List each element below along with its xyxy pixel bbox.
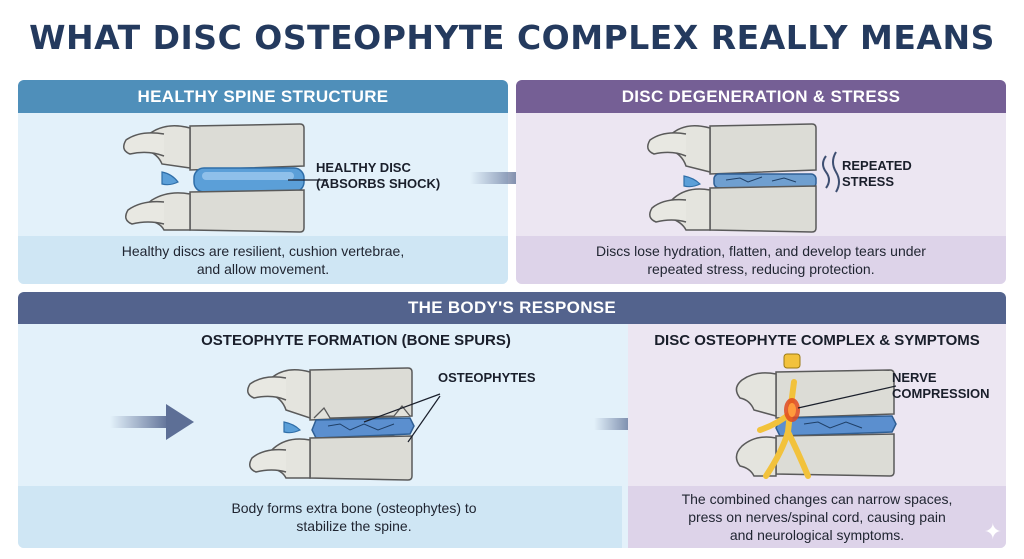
disc-degeneration-panel: DISC DEGENERATION & STRESS REPEATED STRE…: [516, 80, 1006, 284]
body-response-header: THE BODY'S RESPONSE: [18, 292, 1006, 324]
healthy-spine-panel: HEALTHY SPINE STRUCTURE HEALTHY DISC (AB…: [18, 80, 508, 284]
repeated-stress-callout: REPEATED STRESS: [842, 158, 912, 189]
degeneration-panel-header: DISC DEGENERATION & STRESS: [516, 80, 1006, 113]
nerve-compression-callout: NERVE COMPRESSION: [892, 370, 990, 401]
page-title: WHAT DISC OSTEOPHYTE COMPLEX REALLY MEAN…: [29, 18, 995, 57]
osteophyte-subtitle: OSTEOPHYTE FORMATION (BONE SPURS): [201, 332, 511, 349]
healthy-spine-illustration: [123, 123, 328, 233]
healthy-disc-callout: HEALTHY DISC (ABSORBS SHOCK): [316, 160, 441, 191]
sparkle-icon: ✦: [983, 519, 1002, 544]
osteophyte-formation-panel: OSTEOPHYTE FORMATION (BONE SPURS): [18, 324, 622, 548]
complex-caption: The combined changes can narrow spaces, …: [628, 486, 1006, 548]
osteophyte-caption: Body forms extra bone (osteophytes) to s…: [18, 486, 622, 548]
body-response-section: THE BODY'S RESPONSE OSTEOPHYTE FORMATION…: [18, 292, 1006, 548]
arrow-right-icon: [110, 404, 194, 440]
healthy-caption: Healthy discs are resilient, cushion ver…: [18, 236, 508, 284]
nerve-compression-illustration: [735, 353, 897, 479]
degenerated-spine-illustration: [647, 123, 840, 233]
disc-osteophyte-complex-panel: DISC OSTEOPHYTE COMPLEX & SYMPTOMS NERVE…: [628, 324, 1006, 548]
complex-subtitle: DISC OSTEOPHYTE COMPLEX & SYMPTOMS: [654, 332, 980, 349]
osteophytes-callout: OSTEOPHYTES: [438, 370, 536, 385]
healthy-panel-header: HEALTHY SPINE STRUCTURE: [18, 80, 508, 113]
degeneration-caption: Discs lose hydration, flatten, and devel…: [516, 236, 1006, 284]
osteophyte-spine-illustration: [247, 367, 441, 481]
